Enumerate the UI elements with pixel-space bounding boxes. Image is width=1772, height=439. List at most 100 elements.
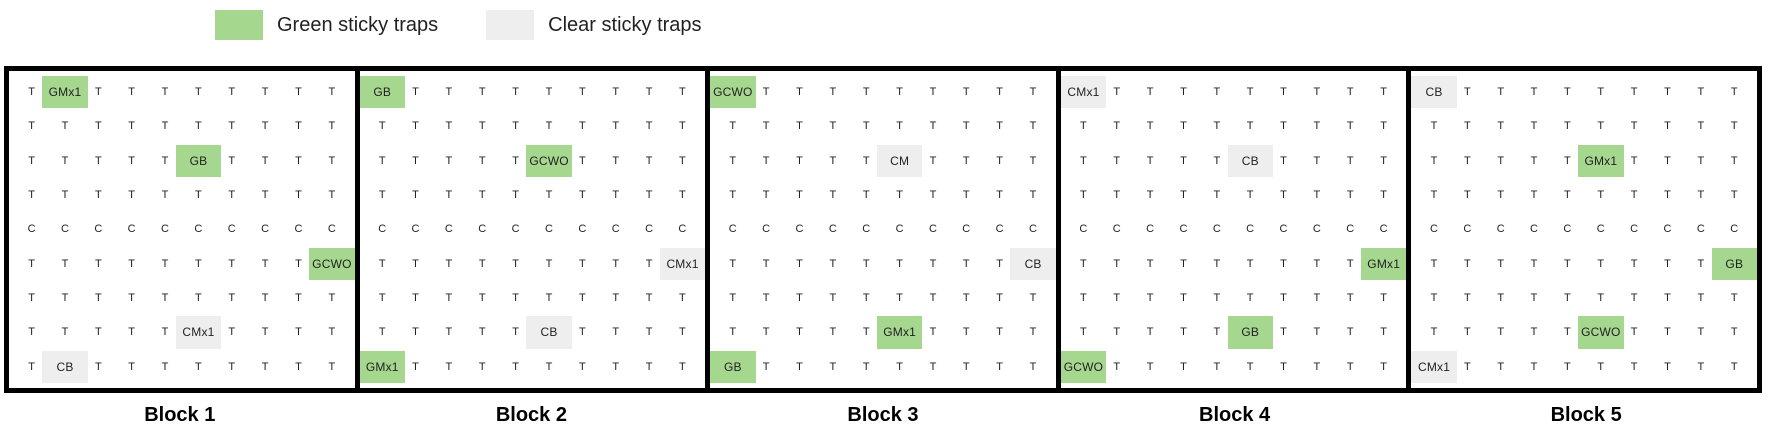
plant-cell: T <box>679 326 686 339</box>
plant-cell: C <box>411 223 420 236</box>
block-label: Block 5 <box>1550 404 1622 426</box>
plant-cell: T <box>996 257 1004 270</box>
plant-cell: C <box>1029 223 1038 236</box>
legend-label-green: Green sticky traps <box>277 13 439 36</box>
plant-cell: T <box>829 120 837 133</box>
plant-cell: C <box>1212 223 1221 236</box>
plant-cell: T <box>1346 120 1354 133</box>
plant-cell: C <box>94 223 103 236</box>
plant-cell: T <box>862 326 870 339</box>
plant-cell: T <box>996 326 1004 339</box>
plant-cell: T <box>996 189 1004 202</box>
plant-cell: T <box>1146 120 1154 133</box>
plant-cell: C <box>127 223 136 236</box>
plant-cell: T <box>762 86 770 99</box>
plant-cell: T <box>61 326 69 339</box>
plant-cell: T <box>1664 120 1672 133</box>
plant-cell: T <box>1113 257 1121 270</box>
plant-cell: T <box>612 292 620 305</box>
plant-cell: T <box>1630 154 1638 167</box>
plant-cell: T <box>295 292 303 305</box>
plant-cell: C <box>478 223 487 236</box>
plant-cell: T <box>228 292 236 305</box>
plant-cell: C <box>444 223 454 236</box>
plant-cell: T <box>1029 154 1037 167</box>
plant-cell: T <box>1280 120 1288 133</box>
clear-trap-cell: CMx1 <box>659 247 706 280</box>
plant-cell: C <box>194 223 203 236</box>
plant-cell: T <box>1530 120 1538 133</box>
plant-cell: C <box>1429 223 1439 236</box>
plant-cell: T <box>612 189 620 202</box>
plant-cell: T <box>645 154 653 167</box>
plant-cell: T <box>1463 257 1471 270</box>
plant-cell: T <box>1597 86 1605 99</box>
plant-cell: T <box>829 326 837 339</box>
plant-cell: T <box>1463 326 1471 339</box>
green-trap-cell: GCWO <box>1578 316 1624 349</box>
block-label: Block 2 <box>495 404 567 426</box>
plant-cell: T <box>228 86 236 99</box>
plant-cell: T <box>645 326 653 339</box>
plant-cell: T <box>128 86 136 99</box>
plant-cell: T <box>1730 360 1738 373</box>
plant-cell: T <box>228 189 236 202</box>
plant-cell: T <box>1564 360 1571 373</box>
plant-cell: T <box>1597 189 1605 202</box>
plant-cell: T <box>1497 120 1505 133</box>
plant-cell: T <box>762 189 770 202</box>
plant-cell: C <box>1730 223 1739 236</box>
plant-cell: T <box>645 189 653 202</box>
plant-cell: T <box>195 257 202 270</box>
plant-cell: T <box>128 189 136 202</box>
plant-cell: T <box>962 189 970 202</box>
plant-cell: T <box>1430 257 1438 270</box>
plant-cell: T <box>1497 86 1505 99</box>
plant-cell: T <box>161 360 169 373</box>
plant-cell: T <box>1730 326 1738 339</box>
plant-cell: T <box>729 189 737 202</box>
plant-cell: T <box>1313 189 1321 202</box>
plant-cell: C <box>1663 223 1672 236</box>
plant-cell: T <box>1530 86 1538 99</box>
plant-cell: C <box>611 223 620 236</box>
plant-cell: T <box>1313 360 1321 373</box>
plant-cell: T <box>478 257 486 270</box>
plant-cell: T <box>195 292 202 305</box>
plant-cell: C <box>294 223 303 236</box>
plant-cell: T <box>128 360 136 373</box>
plant-cell: T <box>645 292 653 305</box>
plant-cell: T <box>1664 86 1672 99</box>
plant-cell: T <box>1564 120 1571 133</box>
plant-cell: T <box>1280 257 1288 270</box>
plant-cell: T <box>1564 86 1571 99</box>
plant-cell: T <box>1564 292 1571 305</box>
plant-cell: T <box>512 154 520 167</box>
plant-cell: T <box>1463 154 1471 167</box>
plant-cell: T <box>195 360 202 373</box>
plant-cell: T <box>1497 292 1505 305</box>
plant-cell: T <box>261 257 269 270</box>
green-trap-cell: GCWO <box>1060 350 1107 383</box>
plant-cell: T <box>1564 326 1571 339</box>
plant-cell: T <box>929 86 937 99</box>
plant-cell: T <box>929 326 937 339</box>
plant-cell: T <box>1630 189 1638 202</box>
plant-cell: T <box>829 86 837 99</box>
plant-cell: T <box>612 154 620 167</box>
plant-cell: T <box>896 86 904 99</box>
legend-label-clear: Clear sticky traps <box>548 13 702 36</box>
plant-cell: T <box>161 326 169 339</box>
plant-cell: T <box>578 257 586 270</box>
plant-cell: T <box>445 326 453 339</box>
green-trap-cell: GB <box>710 350 756 383</box>
plant-cell: T <box>545 292 553 305</box>
plant-cell: T <box>962 120 970 133</box>
plant-cell: T <box>1113 120 1121 133</box>
plant-cell: T <box>1463 360 1471 373</box>
plant-cell: T <box>929 360 937 373</box>
plant-cell: T <box>1029 292 1037 305</box>
plant-cell: T <box>1180 257 1187 270</box>
plant-cell: T <box>1180 326 1187 339</box>
